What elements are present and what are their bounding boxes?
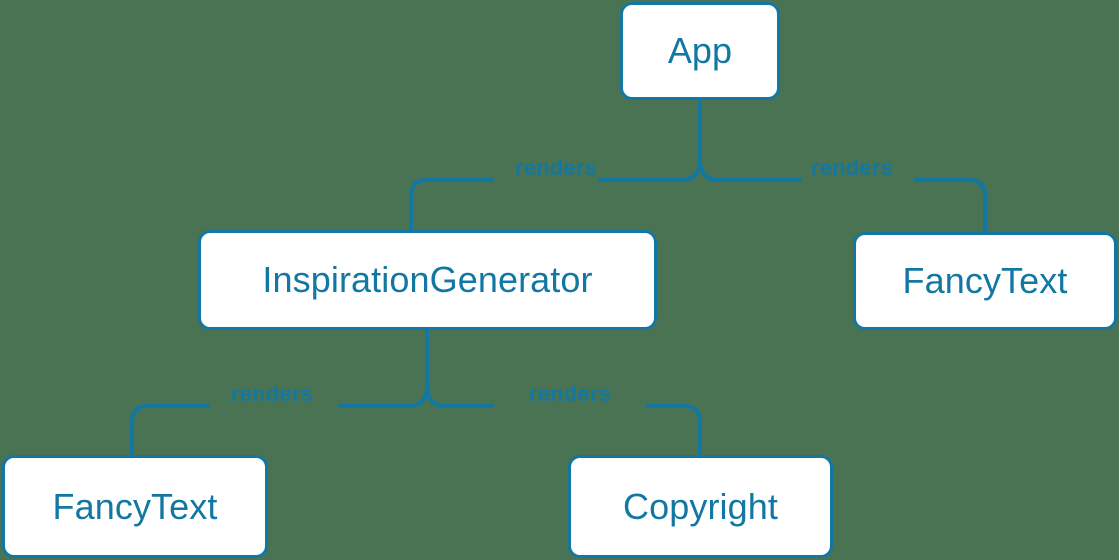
edge-label-app-to-inspiration-generator: renders: [514, 155, 598, 180]
node-copyright-label: Copyright: [623, 485, 778, 527]
edge-label-app-to-fancytext-right: renders: [810, 155, 894, 180]
connector-app-to-inspiration-left: [409, 178, 494, 232]
node-fancytext-right-label: FancyText: [902, 260, 1068, 301]
node-fancytext-bottom-label: FancyText: [52, 485, 218, 527]
node-fancytext-bottom[interactable]: FancyText: [2, 455, 268, 558]
node-inspiration-generator-label: InspirationGenerator: [262, 259, 593, 300]
connector-inspiration-split-right: [425, 384, 494, 408]
connector-app-split-right: [698, 158, 802, 182]
connector-app-to-fancytext-right: [914, 178, 987, 234]
node-app-label: App: [667, 30, 733, 71]
connector-inspiration-split-left: [338, 384, 429, 408]
node-inspiration-generator[interactable]: InspirationGenerator: [198, 230, 657, 330]
connector-inspiration-to-copyright: [646, 404, 702, 457]
connector-inspiration-to-fancytext-bottom: [130, 404, 210, 457]
edge-label-inspiration-generator-to-fancytext-bottom: renders: [230, 381, 314, 406]
node-fancytext-right[interactable]: FancyText: [853, 232, 1117, 330]
connector-app-split-left: [598, 158, 702, 182]
node-app[interactable]: App: [620, 2, 780, 100]
edge-label-inspiration-generator-to-copyright: renders: [528, 381, 612, 406]
node-copyright[interactable]: Copyright: [568, 455, 833, 558]
